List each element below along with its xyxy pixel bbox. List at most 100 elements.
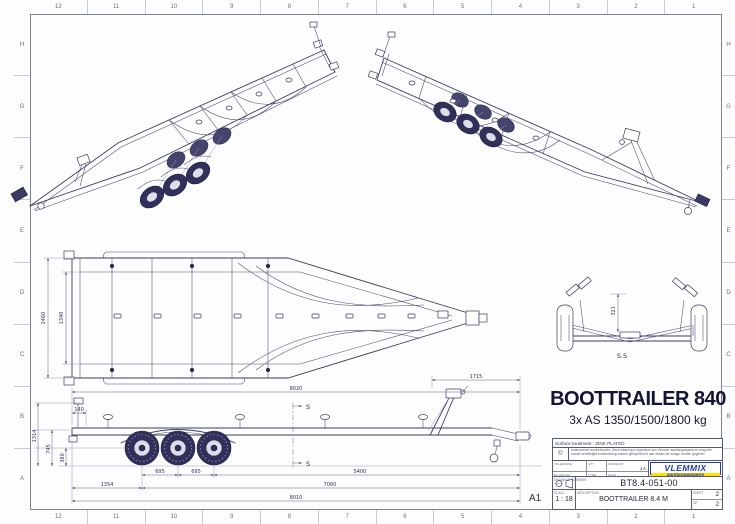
drawing-border [30, 14, 722, 510]
zone-label: D [14, 263, 30, 325]
title-block: Surface treatment : ZINK PLATED © Auteur… [552, 438, 723, 510]
zone-label: 9 [203, 0, 261, 14]
section-view-label: S.S [617, 352, 627, 360]
zone-label: 10 [146, 510, 204, 524]
drawing-title: BOOTTRAILER 840 [550, 388, 726, 410]
zone-label: 12 [30, 510, 88, 524]
zone-label: 9 [203, 510, 261, 524]
section-label-bottom: S [306, 460, 310, 468]
dim-axle-gap-2: 695 [191, 469, 201, 475]
copyright-note-text: Auteursrecht voorbehouden. Deze tekening… [571, 448, 712, 456]
dim-frame-length: 7060 [324, 482, 337, 488]
fields-rows: TOLERANCE QTY DRAWN BY J.A. EC 2007/46 [553, 461, 722, 477]
section-view: 321 S.S [556, 276, 708, 360]
zone-label: A [19, 476, 24, 483]
zone-label: E [14, 200, 30, 263]
zone-label: 3 [550, 0, 608, 14]
brand-tagline: aanhangwagens [651, 473, 720, 476]
drawing-number-cell: DRAWING NUMBER BT8.4-051-00 [554, 478, 678, 488]
zone-label: 4 [492, 0, 550, 14]
iso-right-wheels [433, 101, 503, 148]
vlemmix-logo: VLEMMIX aanhangwagens [650, 462, 721, 476]
zone-label: 11 [88, 0, 146, 14]
dim-height-axle: 380 [60, 453, 66, 463]
dim-overall-top: 8020 [290, 386, 303, 392]
zone-label: A [726, 476, 731, 483]
zone-label: D [722, 263, 735, 325]
sheet-cells: SHEET 2 OF 2 [692, 490, 722, 509]
sheet-cell: SHEET 2 [692, 490, 722, 500]
zone-label: F [14, 138, 30, 201]
zone-label: 4 [492, 510, 550, 524]
zone-label: 12 [30, 0, 88, 14]
dim-overall-width: 2460 [41, 312, 47, 325]
section-tire-right [690, 304, 708, 352]
drawing-subtitle: 3x AS 1350/1500/1800 kg [569, 413, 707, 427]
zone-label: C [14, 325, 30, 387]
drawing-number-row: DRAWING NUMBER BT8.4-051-00 [553, 477, 722, 490]
dim-overall-bottom: 8010 [290, 495, 303, 501]
dim-height-frame: 745 [46, 444, 52, 454]
projection-symbol-icon [553, 477, 576, 489]
zone-label: 6 [377, 0, 435, 14]
zone-label: 1 [691, 4, 696, 10]
zone-label: F [722, 138, 735, 201]
side-view-wheels [124, 430, 232, 466]
dim-inner-width: 1340 [59, 312, 65, 325]
scale-cell: SCALE 1 : 18 [553, 490, 576, 509]
date-cell: DATE 27-5-2011 [608, 473, 616, 477]
sheet-of-cell: OF 2 [693, 501, 719, 508]
plan-view: 2460 1340 [41, 250, 488, 386]
section-label-top: S [306, 403, 310, 411]
tolerance-cell: TOLERANCE [553, 461, 587, 471]
zone-label: 5 [434, 0, 492, 14]
section-cut-marker: S S [292, 403, 310, 469]
zone-label: B [722, 387, 735, 449]
zone-label: G [722, 76, 735, 139]
zone-label: 8 [261, 510, 319, 524]
dim-axle-to-front: 5400 [354, 469, 367, 475]
description-cell: DESCRIPTION BOOTTRAILER 8.4 M [576, 490, 692, 509]
zone-label: 8 [261, 0, 319, 14]
dim-roller-height: 321 [611, 306, 617, 316]
zone-label: E [722, 200, 735, 263]
iso-left-wheels [139, 161, 211, 209]
sheet-format-label: A1 [529, 493, 542, 504]
section-tire-left [556, 304, 574, 352]
zone-label: 11 [88, 510, 146, 524]
zone-label: 6 [377, 510, 435, 524]
dim-rear-to-axle: 1354 [101, 482, 114, 488]
field-grid: TOLERANCE QTY DRAWN BY J.A. EC 2007/46 [553, 461, 649, 476]
zone-label: H [14, 14, 30, 77]
zone-label: 2 [608, 0, 666, 14]
scale-description-row: SCALE 1 : 18 DESCRIPTION BOOTTRAILER 8.4… [553, 490, 722, 509]
iso-view-right [367, 31, 711, 215]
zone-label: 10 [146, 0, 204, 14]
brand-name: VLEMMIX [664, 463, 707, 473]
zone-label: B [14, 387, 30, 449]
side-dimensions: 8020 1715 1314 745 380 140 [32, 374, 521, 504]
scale-value: 1 : 18 [555, 496, 573, 503]
zone-label: 1 [691, 514, 696, 520]
coupler-right-iso [694, 193, 711, 207]
dim-axle-gap-1: 695 [155, 469, 165, 475]
type-cell: TYPE [587, 472, 607, 476]
drawn-by-cell: DRAWN BY J.A. [608, 462, 647, 471]
zone-label: 3 [550, 510, 608, 524]
zone-label: C [722, 325, 735, 387]
zone-label: G [14, 76, 30, 139]
dim-drawbar: 1715 [470, 374, 483, 380]
zone-label: 2 [608, 510, 666, 524]
iso-view-left [10, 21, 340, 212]
section-dimensions: 321 [610, 293, 626, 333]
zone-label: 7 [319, 0, 377, 14]
ec-cell: EC 2007/46 [553, 472, 587, 476]
surface-treatment-text: Surface treatment : ZINK PLATED [555, 440, 625, 446]
side-view: S S 8020 1715 1314 745 [32, 374, 542, 504]
surface-treatment-row: Surface treatment : ZINK PLATED [553, 439, 722, 448]
